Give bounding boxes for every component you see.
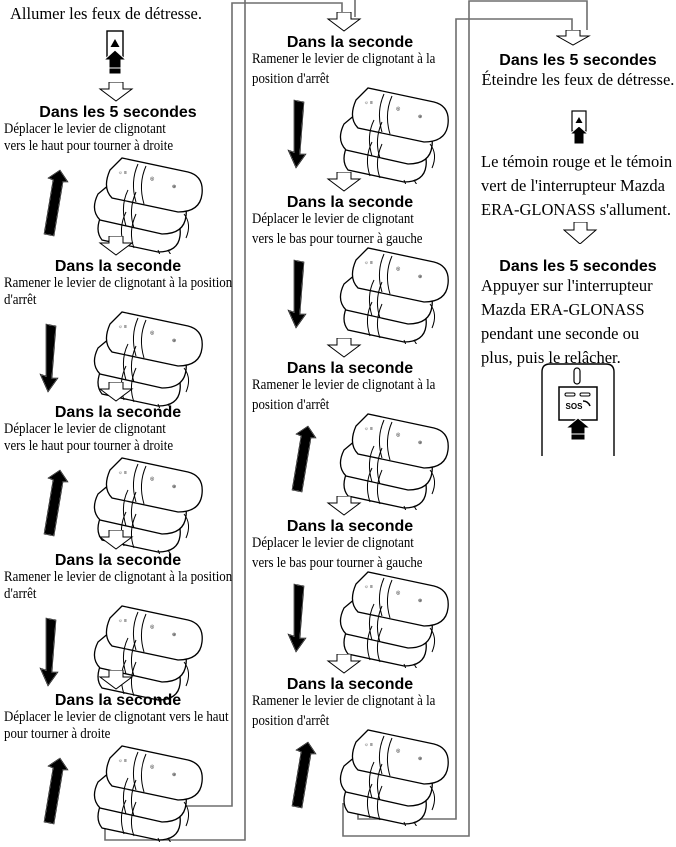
svg-text:⊕: ⊕ <box>418 114 422 120</box>
svg-text:☼ ≡: ☼ ≡ <box>364 742 373 748</box>
flow-arrow-icon <box>326 495 362 521</box>
svg-text:◎: ◎ <box>150 624 155 630</box>
step-heading: Dans la seconde <box>286 194 414 211</box>
svg-text:☼ ≡: ☼ ≡ <box>364 260 373 266</box>
svg-text:⊕: ⊕ <box>418 756 422 762</box>
step-heading: Dans la seconde <box>54 258 182 275</box>
flow-arrow-icon <box>562 221 599 249</box>
svg-text:⊕: ⊕ <box>172 772 176 778</box>
step-text: Ramener le levier de clignotant à la pos… <box>4 275 233 308</box>
svg-text:☼ ≡: ☼ ≡ <box>364 426 373 432</box>
flow-arrow-icon <box>326 653 362 679</box>
arrow-up-icon <box>38 466 72 547</box>
arrow-down-icon <box>286 96 320 177</box>
turn-signal-lever-illustration: ☼ ≡ ◎ ⊕ <box>334 84 454 191</box>
turn-signal-lever-illustration: ☼ ≡ ◎ ⊕ <box>334 568 454 675</box>
era-glonass-switch-panel: SOS <box>540 362 616 461</box>
svg-text:☼ ≡: ☼ ≡ <box>364 584 373 590</box>
arrow-up-icon <box>286 738 320 819</box>
connector-col2-to-col3 <box>342 0 588 837</box>
flow-arrow-icon <box>98 81 134 107</box>
svg-text:☼ ≡: ☼ ≡ <box>364 100 373 106</box>
turn-signal-lever-illustration: ☼ ≡ ◎ ⊕ <box>334 726 454 833</box>
svg-text:◎: ◎ <box>150 330 155 336</box>
svg-text:⊕: ⊕ <box>418 274 422 280</box>
step-text: Déplacer le levier de clignotant vers le… <box>4 709 229 742</box>
connector-col1-to-col2 <box>104 0 356 841</box>
step-heading: Dans la seconde <box>286 360 414 377</box>
step-heading: Dans les 5 secondes <box>499 258 657 275</box>
svg-text:◎: ◎ <box>396 106 401 112</box>
svg-text:☼ ≡: ☼ ≡ <box>118 618 127 624</box>
turn-signal-lever-illustration: ☼ ≡ ◎ ⊕ <box>88 308 208 415</box>
svg-text:⊕: ⊕ <box>418 598 422 604</box>
flow-arrow-icon <box>98 235 134 261</box>
step-heading: Dans la seconde <box>286 676 414 693</box>
svg-text:⊕: ⊕ <box>172 484 176 490</box>
turn-signal-lever-illustration: ☼ ≡ ◎ ⊕ <box>334 244 454 351</box>
svg-text:☼ ≡: ☼ ≡ <box>118 170 127 176</box>
svg-text:◎: ◎ <box>396 266 401 272</box>
arrow-up-icon <box>286 422 320 503</box>
step-heading: Dans la seconde <box>286 34 414 51</box>
svg-text:◎: ◎ <box>396 748 401 754</box>
intro-text: Allumer les feux de détresse. <box>10 4 202 23</box>
flow-arrow-icon <box>326 11 362 37</box>
svg-text:◎: ◎ <box>396 590 401 596</box>
result-text: Le témoin rouge et le témoin vert de l'i… <box>481 152 673 219</box>
arrow-down-icon <box>38 614 72 695</box>
svg-text:☼ ≡: ☼ ≡ <box>118 324 127 330</box>
flow-arrow-icon <box>555 29 592 51</box>
turn-signal-lever-illustration: ☼ ≡ ◎ ⊕ <box>88 742 208 847</box>
flow-arrow-icon <box>326 171 362 197</box>
arrow-down-icon <box>286 256 320 337</box>
sos-label: SOS <box>566 402 584 411</box>
svg-text:⊕: ⊕ <box>172 632 176 638</box>
svg-text:◎: ◎ <box>396 432 401 438</box>
svg-text:☼ ≡: ☼ ≡ <box>118 758 127 764</box>
step-heading: Dans la seconde <box>54 692 182 709</box>
svg-text:◎: ◎ <box>150 764 155 770</box>
svg-text:☼ ≡: ☼ ≡ <box>118 470 127 476</box>
step-heading: Dans les 5 secondes <box>39 104 197 121</box>
arrow-up-icon <box>38 166 72 247</box>
flow-arrow-icon <box>98 529 134 555</box>
step-text: Appuyer sur l'interrupteur Mazda ERA-GLO… <box>481 276 653 367</box>
svg-text:◎: ◎ <box>150 476 155 482</box>
connector-col2-to-col3-inner <box>357 18 573 820</box>
step-heading: Dans la seconde <box>54 404 182 421</box>
step-heading: Dans la seconde <box>54 552 182 569</box>
hazard-switch-icon <box>566 110 592 151</box>
flow-arrow-icon <box>98 669 134 695</box>
step-text: Éteindre les feux de détresse. <box>481 70 675 89</box>
step-heading: Dans les 5 secondes <box>499 52 657 69</box>
step-text: Ramener le levier de clignotant à la pos… <box>4 569 233 602</box>
arrow-down-icon <box>38 320 72 401</box>
hazard-switch-icon <box>102 30 128 83</box>
turn-signal-lever-illustration: ☼ ≡ ◎ ⊕ <box>88 454 208 561</box>
flow-arrow-icon <box>98 381 134 407</box>
turn-signal-lever-illustration: ☼ ≡ ◎ ⊕ <box>334 410 454 517</box>
step-heading: Dans la seconde <box>286 518 414 535</box>
arrow-up-icon <box>38 754 72 835</box>
svg-text:⊕: ⊕ <box>172 338 176 344</box>
svg-text:◎: ◎ <box>150 176 155 182</box>
arrow-down-icon <box>286 580 320 661</box>
svg-text:⊕: ⊕ <box>172 184 176 190</box>
flow-arrow-icon <box>326 337 362 363</box>
turn-signal-lever-illustration: ☼ ≡ ◎ ⊕ <box>88 602 208 709</box>
svg-text:⊕: ⊕ <box>418 440 422 446</box>
